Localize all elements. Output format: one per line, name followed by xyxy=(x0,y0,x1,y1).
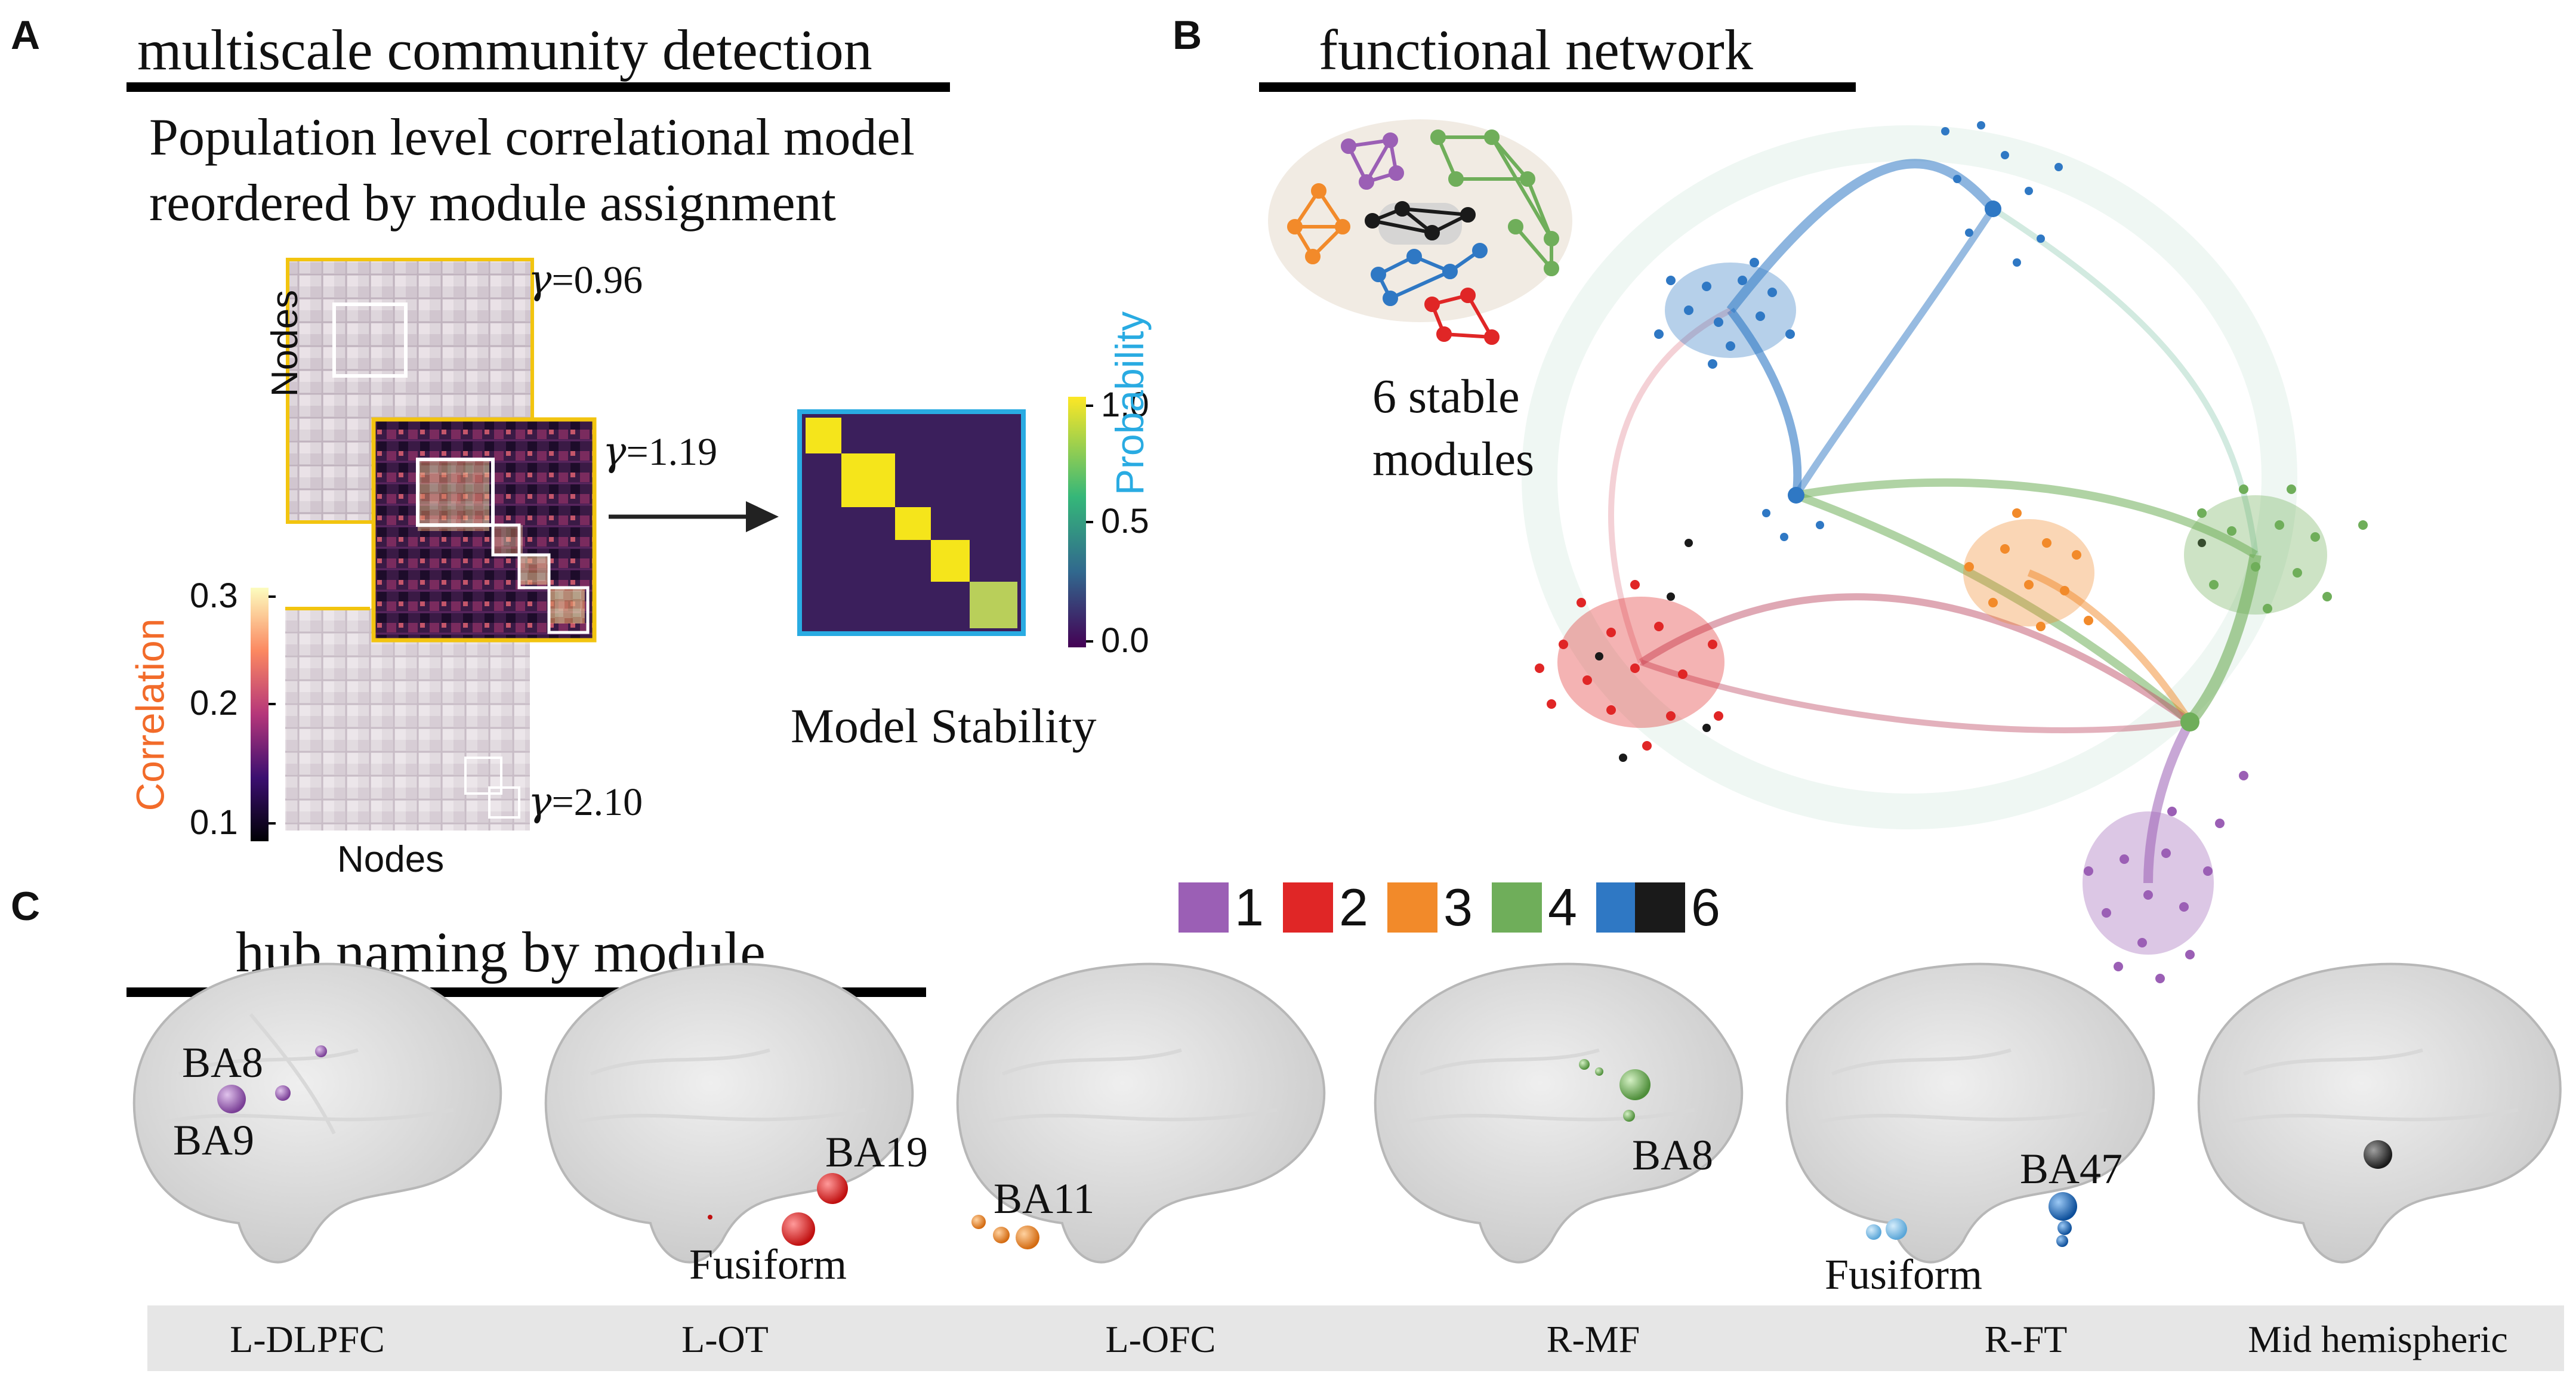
x-axis-label: Nodes xyxy=(337,839,445,880)
legend-item-6: 6 xyxy=(1635,877,1720,938)
hub-label-fusiform-left: Fusiform xyxy=(689,1240,847,1288)
region-label-mid-hemispheric: Mid hemispheric xyxy=(2248,1318,2508,1360)
module-cartoon xyxy=(1268,119,1572,345)
region-label-r-mf: R-MF xyxy=(1546,1318,1640,1360)
correlation-tick-high: 0.3 xyxy=(190,576,238,615)
probability-colorbar xyxy=(1068,397,1086,647)
region-label-l-ot: L-OT xyxy=(681,1318,769,1360)
hub-label-fusiform-right: Fusiform xyxy=(1825,1251,1983,1298)
hub-label-ba9: BA9 xyxy=(173,1116,255,1164)
legend-swatch-3 xyxy=(1387,882,1437,933)
modules-text-line1: 6 stable xyxy=(1372,371,1520,423)
legend-swatch-2 xyxy=(1283,882,1333,933)
correlation-tick-mid: 0.2 xyxy=(190,684,238,723)
hub-label-ba8-rmf: BA8 xyxy=(1632,1131,1714,1179)
brain-l-dlpfc xyxy=(132,962,502,1264)
region-label-bar xyxy=(147,1305,2564,1371)
legend-item-2: 2 xyxy=(1283,877,1368,938)
legend-label-2: 2 xyxy=(1339,878,1368,937)
probability-tick-high: 1.0 xyxy=(1101,385,1149,424)
cluster-black xyxy=(1595,539,2206,762)
panel-b-title: functional network xyxy=(1319,18,1753,82)
gamma-label-1.19: γ=1.19 xyxy=(603,428,718,474)
matrix-gamma-2.10 xyxy=(285,607,530,831)
legend-label-4: 4 xyxy=(1548,878,1577,937)
cluster-purple xyxy=(2083,771,2248,983)
legend-label-1: 1 xyxy=(1235,878,1264,937)
correlation-tick-low: 0.1 xyxy=(190,803,238,842)
cluster-blue-top xyxy=(1941,121,2063,267)
panel-a-title-rule xyxy=(127,82,950,92)
hub-green-junction xyxy=(2180,712,2199,731)
legend-swatch-6 xyxy=(1635,882,1685,933)
arrow xyxy=(609,501,779,532)
stability-matrix xyxy=(797,409,1026,636)
cluster-blue-upper xyxy=(1654,258,1796,369)
panel-label-c: C xyxy=(11,884,41,929)
brain-r-ft xyxy=(1785,962,2155,1264)
gamma-label-2.10: γ=2.10 xyxy=(528,779,643,825)
panel-a-subtitle-line2: reordered by module assignment xyxy=(149,174,837,232)
cluster-orange xyxy=(1963,508,2094,631)
probability-tick-mid: 0.5 xyxy=(1101,502,1149,541)
cluster-red xyxy=(1535,580,1724,751)
brain-mid-hemispheric xyxy=(2197,962,2562,1264)
model-stability-label: Model Stability xyxy=(791,699,1097,753)
legend-item-1: 1 xyxy=(1179,877,1264,938)
panel-a-subtitle-line1: Population level correlational model xyxy=(149,109,915,166)
legend-label-6: 6 xyxy=(1691,878,1720,937)
modules-text-line2: modules xyxy=(1372,433,1535,486)
legend-item-4: 4 xyxy=(1492,877,1577,938)
panel-label-b: B xyxy=(1173,13,1202,58)
legend-label-3: 3 xyxy=(1443,878,1473,937)
legend-swatch-1 xyxy=(1179,882,1229,933)
panel-label-a: A xyxy=(11,13,41,58)
hub-label-ba19: BA19 xyxy=(825,1128,928,1176)
region-label-r-ft: R-FT xyxy=(1984,1318,2068,1360)
legend-item-3: 3 xyxy=(1387,877,1473,938)
hub-label-ba8-dlpfc: BA8 xyxy=(182,1039,264,1086)
panel-b-title-rule xyxy=(1259,82,1856,92)
probability-tick-low: 0.0 xyxy=(1101,621,1149,660)
brain-l-ot xyxy=(544,962,914,1264)
hub-label-ba47: BA47 xyxy=(2020,1145,2123,1193)
hub-label-ba11: BA11 xyxy=(994,1175,1095,1223)
brain-l-ofc xyxy=(956,962,1326,1264)
cluster-blue-mid xyxy=(1762,487,1824,541)
matrix-gamma-1.19 xyxy=(371,417,597,643)
gamma-label-0.96: γ=0.96 xyxy=(528,257,643,302)
panel-a-title: multiscale community detection xyxy=(137,18,872,82)
region-label-l-dlpfc: L-DLPFC xyxy=(230,1318,385,1360)
legend-swatch-4 xyxy=(1492,882,1542,933)
cluster-green xyxy=(2184,484,2368,615)
brain-r-mf xyxy=(1374,962,1744,1264)
network-edges xyxy=(1522,125,2297,884)
correlation-colorbar xyxy=(251,588,269,841)
region-label-l-ofc: L-OFC xyxy=(1105,1318,1216,1360)
